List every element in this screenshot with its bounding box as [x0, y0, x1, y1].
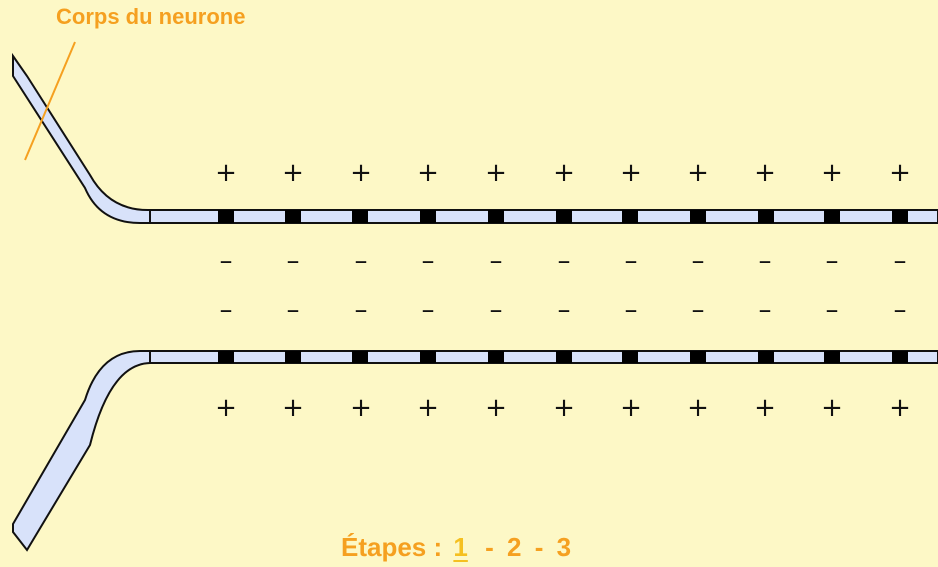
negative-charge: –: [558, 295, 571, 325]
node-of-ranvier: [352, 351, 368, 363]
step-separator: -: [534, 532, 544, 562]
positive-charge: +: [553, 393, 575, 423]
positive-charge: +: [417, 158, 439, 188]
positive-charge: +: [553, 158, 575, 188]
negative-charge: –: [220, 246, 233, 276]
step-3-link[interactable]: 3: [556, 532, 572, 562]
negative-charge: –: [422, 246, 435, 276]
step-separator: -: [485, 532, 494, 562]
positive-charge: +: [350, 393, 372, 423]
negative-charge: –: [490, 295, 503, 325]
node-of-ranvier: [420, 351, 436, 363]
lower-soma-membrane: [12, 350, 938, 552]
positive-charge: +: [620, 158, 642, 188]
node-of-ranvier: [758, 210, 774, 223]
negative-charge: –: [287, 295, 300, 325]
node-of-ranvier: [824, 351, 840, 363]
negative-charge: –: [558, 246, 571, 276]
positive-charge: +: [282, 158, 304, 188]
node-of-ranvier: [622, 351, 638, 363]
node-of-ranvier: [690, 351, 706, 363]
outer-charges-bottom: + + + + + + + + + + +: [215, 393, 911, 423]
positive-charge: +: [215, 158, 237, 188]
positive-charge: +: [620, 393, 642, 423]
negative-charge: –: [287, 246, 300, 276]
negative-charge: –: [692, 295, 705, 325]
node-of-ranvier: [556, 351, 572, 363]
steps-navigation: Étapes : 1 - 2 - 3: [341, 532, 571, 563]
negative-charge: –: [355, 246, 368, 276]
negative-charge: –: [826, 295, 839, 325]
negative-charge: –: [692, 246, 705, 276]
node-of-ranvier: [556, 210, 572, 223]
neuron-body-label: Corps du neurone: [56, 4, 246, 29]
step-1-link[interactable]: 1: [453, 532, 468, 562]
node-of-ranvier: [690, 210, 706, 223]
negative-charge: –: [422, 295, 435, 325]
outer-charges-top: + + + + + + + + + + +: [215, 158, 911, 188]
negative-charge: –: [220, 295, 233, 325]
negative-charge: –: [759, 295, 772, 325]
positive-charge: +: [687, 393, 709, 423]
node-of-ranvier: [892, 351, 908, 363]
node-of-ranvier: [285, 351, 301, 363]
negative-charge: –: [759, 246, 772, 276]
node-of-ranvier: [488, 351, 504, 363]
node-of-ranvier: [218, 351, 234, 363]
negative-charge: –: [625, 295, 638, 325]
node-of-ranvier: [420, 210, 436, 223]
positive-charge: +: [282, 393, 304, 423]
positive-charge: +: [754, 158, 776, 188]
label-pointer-line: [24, 41, 76, 161]
node-of-ranvier: [622, 210, 638, 223]
node-of-ranvier: [758, 351, 774, 363]
negative-charge: –: [894, 246, 907, 276]
lower-axon-membrane: [149, 350, 938, 364]
positive-charge: +: [350, 158, 372, 188]
upper-soma-membrane: [12, 52, 938, 224]
positive-charge: +: [215, 393, 237, 423]
node-of-ranvier: [488, 210, 504, 223]
node-of-ranvier: [352, 210, 368, 223]
negative-charge: –: [826, 246, 839, 276]
positive-charge: +: [417, 393, 439, 423]
node-of-ranvier: [218, 210, 234, 223]
step-2-link[interactable]: 2: [506, 532, 522, 562]
inner-charges-row-1: –––––––––––: [220, 246, 907, 276]
positive-charge: +: [889, 393, 911, 423]
node-of-ranvier: [824, 210, 840, 223]
node-of-ranvier: [892, 210, 908, 223]
negative-charge: –: [894, 295, 907, 325]
positive-charge: +: [687, 158, 709, 188]
negative-charge: –: [490, 246, 503, 276]
positive-charge: +: [889, 158, 911, 188]
myelin-sheath: [149, 350, 938, 364]
negative-charge: –: [625, 246, 638, 276]
positive-charge: +: [485, 158, 507, 188]
positive-charge: +: [754, 393, 776, 423]
steps-prefix: Étapes :: [341, 532, 450, 562]
positive-charge: +: [821, 158, 843, 188]
positive-charge: +: [821, 393, 843, 423]
positive-charge: +: [485, 393, 507, 423]
negative-charge: –: [355, 295, 368, 325]
upper-axon-membrane: [149, 209, 938, 224]
node-of-ranvier: [285, 210, 301, 223]
inner-charges-row-2: –––––––––––: [220, 295, 907, 325]
myelin-sheath: [149, 209, 938, 224]
